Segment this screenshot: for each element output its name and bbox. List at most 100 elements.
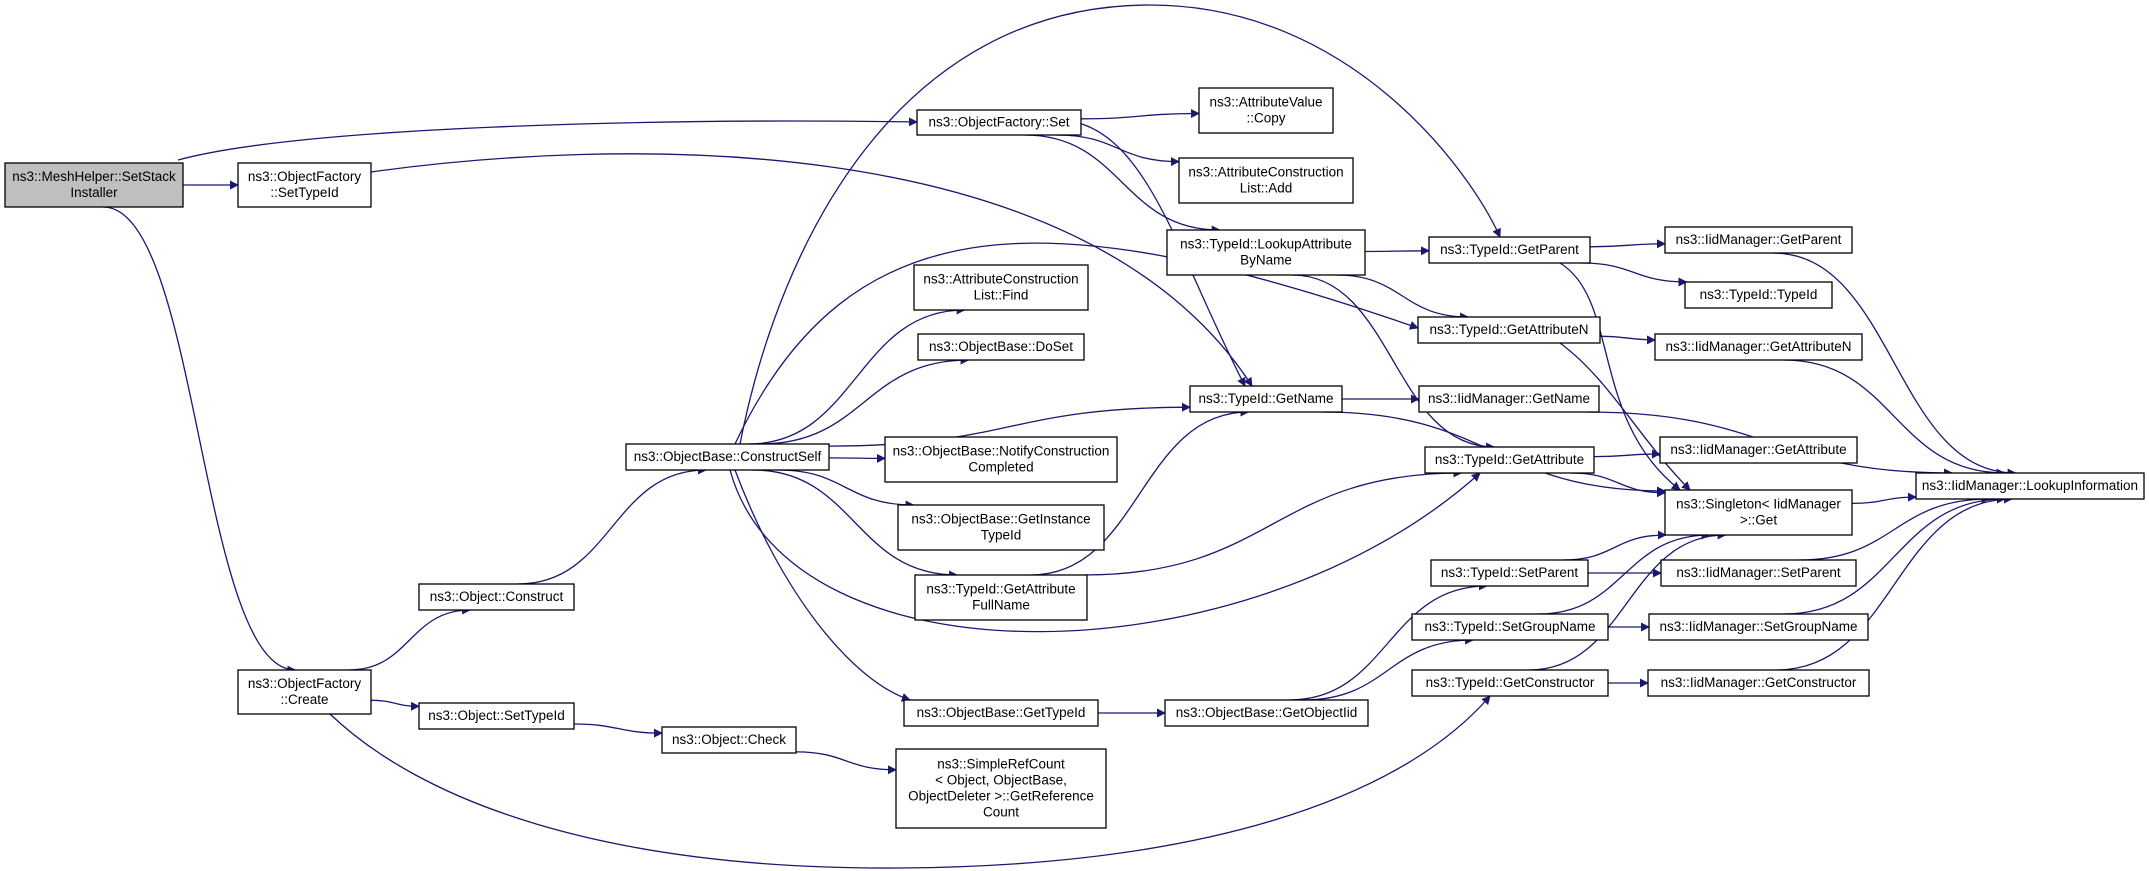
- node-iid-setparent[interactable]: ns3::IidManager::SetParent: [1660, 559, 1857, 587]
- node-label: ns3::IidManager::GetConstructor: [1661, 675, 1857, 690]
- edge-mesh_setstack-to-of_create: [103, 206, 297, 675]
- node-ob-constructself[interactable]: ns3::ObjectBase::ConstructSelf: [625, 443, 830, 471]
- edge-tid_getparent-to-singleton_get: [1559, 262, 1681, 491]
- edge-ob_constructself-to-ob_getinstance: [777, 469, 915, 510]
- edge-tid_getattribute-to-singleton_get: [1571, 472, 1666, 498]
- edge-tid_getattrfull-to-tid_getattribute: [1084, 468, 1463, 576]
- edge-ob_constructself-to-ob_notify: [828, 453, 886, 463]
- node-of-create[interactable]: ns3::ObjectFactory::Create: [237, 669, 372, 715]
- node-label: List::Add: [1240, 181, 1293, 196]
- edge-tid_getparent-to-tid_typeid: [1581, 262, 1688, 287]
- node-label: ns3::IidManager::LookupInformation: [1922, 478, 2138, 493]
- node-label: ns3::ObjectBase::DoSet: [929, 339, 1073, 354]
- node-label: Count: [983, 805, 1019, 820]
- node-label: List::Find: [974, 288, 1029, 303]
- node-src-getrefcount[interactable]: ns3::SimpleRefCount< Object, ObjectBase,…: [895, 748, 1107, 829]
- node-label: ns3::TypeId::GetAttribute: [926, 582, 1075, 597]
- node-of-set[interactable]: ns3::ObjectFactory::Set: [916, 109, 1082, 136]
- edge-mesh_setstack-to-of_set: [177, 117, 918, 161]
- node-label: ns3::IidManager::GetParent: [1676, 232, 1842, 247]
- edge-of_set-to-av_copy: [1080, 109, 1200, 120]
- edges: [103, 4, 2017, 869]
- edge-obj_construct-to-ob_constructself: [517, 465, 707, 585]
- node-ob-notify[interactable]: ns3::ObjectBase::NotifyConstructionCompl…: [884, 436, 1118, 483]
- node-label: TypeId: [981, 528, 1022, 543]
- node-obj-check[interactable]: ns3::Object::Check: [661, 726, 797, 754]
- node-label: ns3::TypeId::GetConstructor: [1426, 675, 1595, 690]
- node-tid-setgroupname[interactable]: ns3::TypeId::SetGroupName: [1411, 613, 1609, 641]
- node-iid-setgroupname[interactable]: ns3::IidManager::SetGroupName: [1648, 613, 1869, 641]
- nodes: ns3::MeshHelper::SetStackInstallerns3::O…: [4, 87, 2145, 829]
- node-label: ns3::Singleton< IidManager: [1676, 497, 1841, 512]
- node-label: ns3::TypeId::LookupAttribute: [1180, 237, 1352, 252]
- node-label: ns3::IidManager::GetName: [1428, 391, 1590, 406]
- node-label: ns3::IidManager::GetAttributeN: [1665, 339, 1851, 354]
- node-label: ns3::AttributeValue: [1209, 95, 1322, 110]
- node-tid-getconstructor[interactable]: ns3::TypeId::GetConstructor: [1411, 669, 1609, 697]
- node-av-copy[interactable]: ns3::AttributeValue::Copy: [1198, 87, 1334, 134]
- node-label: ns3::Object::Construct: [430, 589, 564, 604]
- node-label: ns3::TypeId::TypeId: [1700, 287, 1818, 302]
- edge-obj_settypeid-to-obj_check: [573, 723, 663, 738]
- node-tid-getattrn[interactable]: ns3::TypeId::GetAttributeN: [1417, 316, 1601, 344]
- edge-iid_setgroupname-to-iid_lookupinfo: [1783, 494, 2006, 615]
- node-tid-getattribute[interactable]: ns3::TypeId::GetAttribute: [1424, 446, 1595, 474]
- edge-tid_getconstructor-to-singleton_get: [1528, 530, 1727, 671]
- node-tid-getname[interactable]: ns3::TypeId::GetName: [1189, 385, 1343, 413]
- node-iid-getattribute[interactable]: ns3::IidManager::GetAttribute: [1659, 436, 1858, 464]
- node-iid-lookupinfo[interactable]: ns3::IidManager::LookupInformation: [1915, 472, 2145, 500]
- node-label: ns3::ObjectBase::NotifyConstruction: [893, 444, 1110, 459]
- edge-singleton_get-to-iid_lookupinfo: [1851, 492, 1917, 505]
- node-label: ByName: [1240, 253, 1292, 268]
- node-label: ::SetTypeId: [270, 185, 338, 200]
- node-iid-getparent[interactable]: ns3::IidManager::GetParent: [1664, 226, 1853, 254]
- edge-tid_lookupattr-to-tid_getattrn: [1336, 274, 1470, 322]
- node-of-settypeid[interactable]: ns3::ObjectFactory::SetTypeId: [237, 162, 372, 208]
- node-label: ::Copy: [1246, 111, 1285, 126]
- node-obj-settypeid[interactable]: ns3::Object::SetTypeId: [418, 702, 575, 730]
- edge-tid_lookupattr-to-tid_getparent: [1364, 246, 1430, 256]
- node-iid-getattrn[interactable]: ns3::IidManager::GetAttributeN: [1654, 333, 1863, 361]
- edge-iid_setparent-to-iid_lookupinfo: [1799, 494, 1991, 561]
- node-label: < Object, ObjectBase,: [935, 773, 1067, 788]
- edge-ob_constructself-to-tid_getattribute: [729, 469, 1481, 633]
- node-tid-typeid[interactable]: ns3::TypeId::TypeId: [1684, 281, 1833, 309]
- node-obj-construct[interactable]: ns3::Object::Construct: [418, 583, 575, 611]
- node-ob-getobjectiid[interactable]: ns3::ObjectBase::GetObjectIid: [1164, 699, 1369, 727]
- edge-ob_constructself-to-acl_find: [748, 305, 966, 445]
- node-label: ns3::IidManager::SetGroupName: [1659, 619, 1857, 634]
- node-ob-doset[interactable]: ns3::ObjectBase::DoSet: [917, 333, 1085, 361]
- node-singleton-get[interactable]: ns3::Singleton< IidManager>::Get: [1664, 489, 1853, 536]
- edge-of_create-to-obj_construct: [348, 605, 472, 671]
- node-label: ::Create: [280, 692, 328, 707]
- node-tid-setparent[interactable]: ns3::TypeId::SetParent: [1430, 559, 1589, 587]
- node-iid-getconstructor[interactable]: ns3::IidManager::GetConstructor: [1647, 669, 1870, 697]
- edge-obj_check-to-src_getrefcount: [795, 751, 897, 775]
- edge-iid_getattrn-to-iid_lookupinfo: [1783, 359, 2006, 478]
- edge-of_create-to-obj_settypeid: [370, 699, 420, 711]
- edge-tid_getattrn-to-singleton_get: [1559, 342, 1691, 491]
- node-label: ns3::TypeId::GetParent: [1440, 242, 1579, 257]
- node-ob-gettypeid[interactable]: ns3::ObjectBase::GetTypeId: [903, 699, 1099, 727]
- node-label: ns3::ObjectBase::ConstructSelf: [634, 449, 822, 464]
- edge-of_set-to-acl_add: [1056, 134, 1180, 167]
- node-label: ns3::ObjectFactory: [248, 676, 362, 691]
- node-tid-getparent[interactable]: ns3::TypeId::GetParent: [1428, 236, 1591, 264]
- edge-tid_lookupattr-to-tid_getattribute: [1292, 274, 1496, 452]
- edge-ob_getobjectiid-to-tid_setparent: [1289, 581, 1488, 701]
- edge-ob_constructself-to-tid_getparent: [739, 4, 1501, 445]
- node-label: ns3::ObjectBase::GetTypeId: [917, 705, 1086, 720]
- edge-of_set-to-tid_lookupattr: [1024, 134, 1221, 235]
- node-label: ObjectDeleter >::GetReference: [908, 789, 1094, 804]
- node-label: ns3::SimpleRefCount: [937, 757, 1065, 772]
- node-iid-getname[interactable]: ns3::IidManager::GetName: [1418, 385, 1600, 413]
- node-label: Completed: [968, 460, 1033, 475]
- node-label: ns3::AttributeConstruction: [1188, 165, 1343, 180]
